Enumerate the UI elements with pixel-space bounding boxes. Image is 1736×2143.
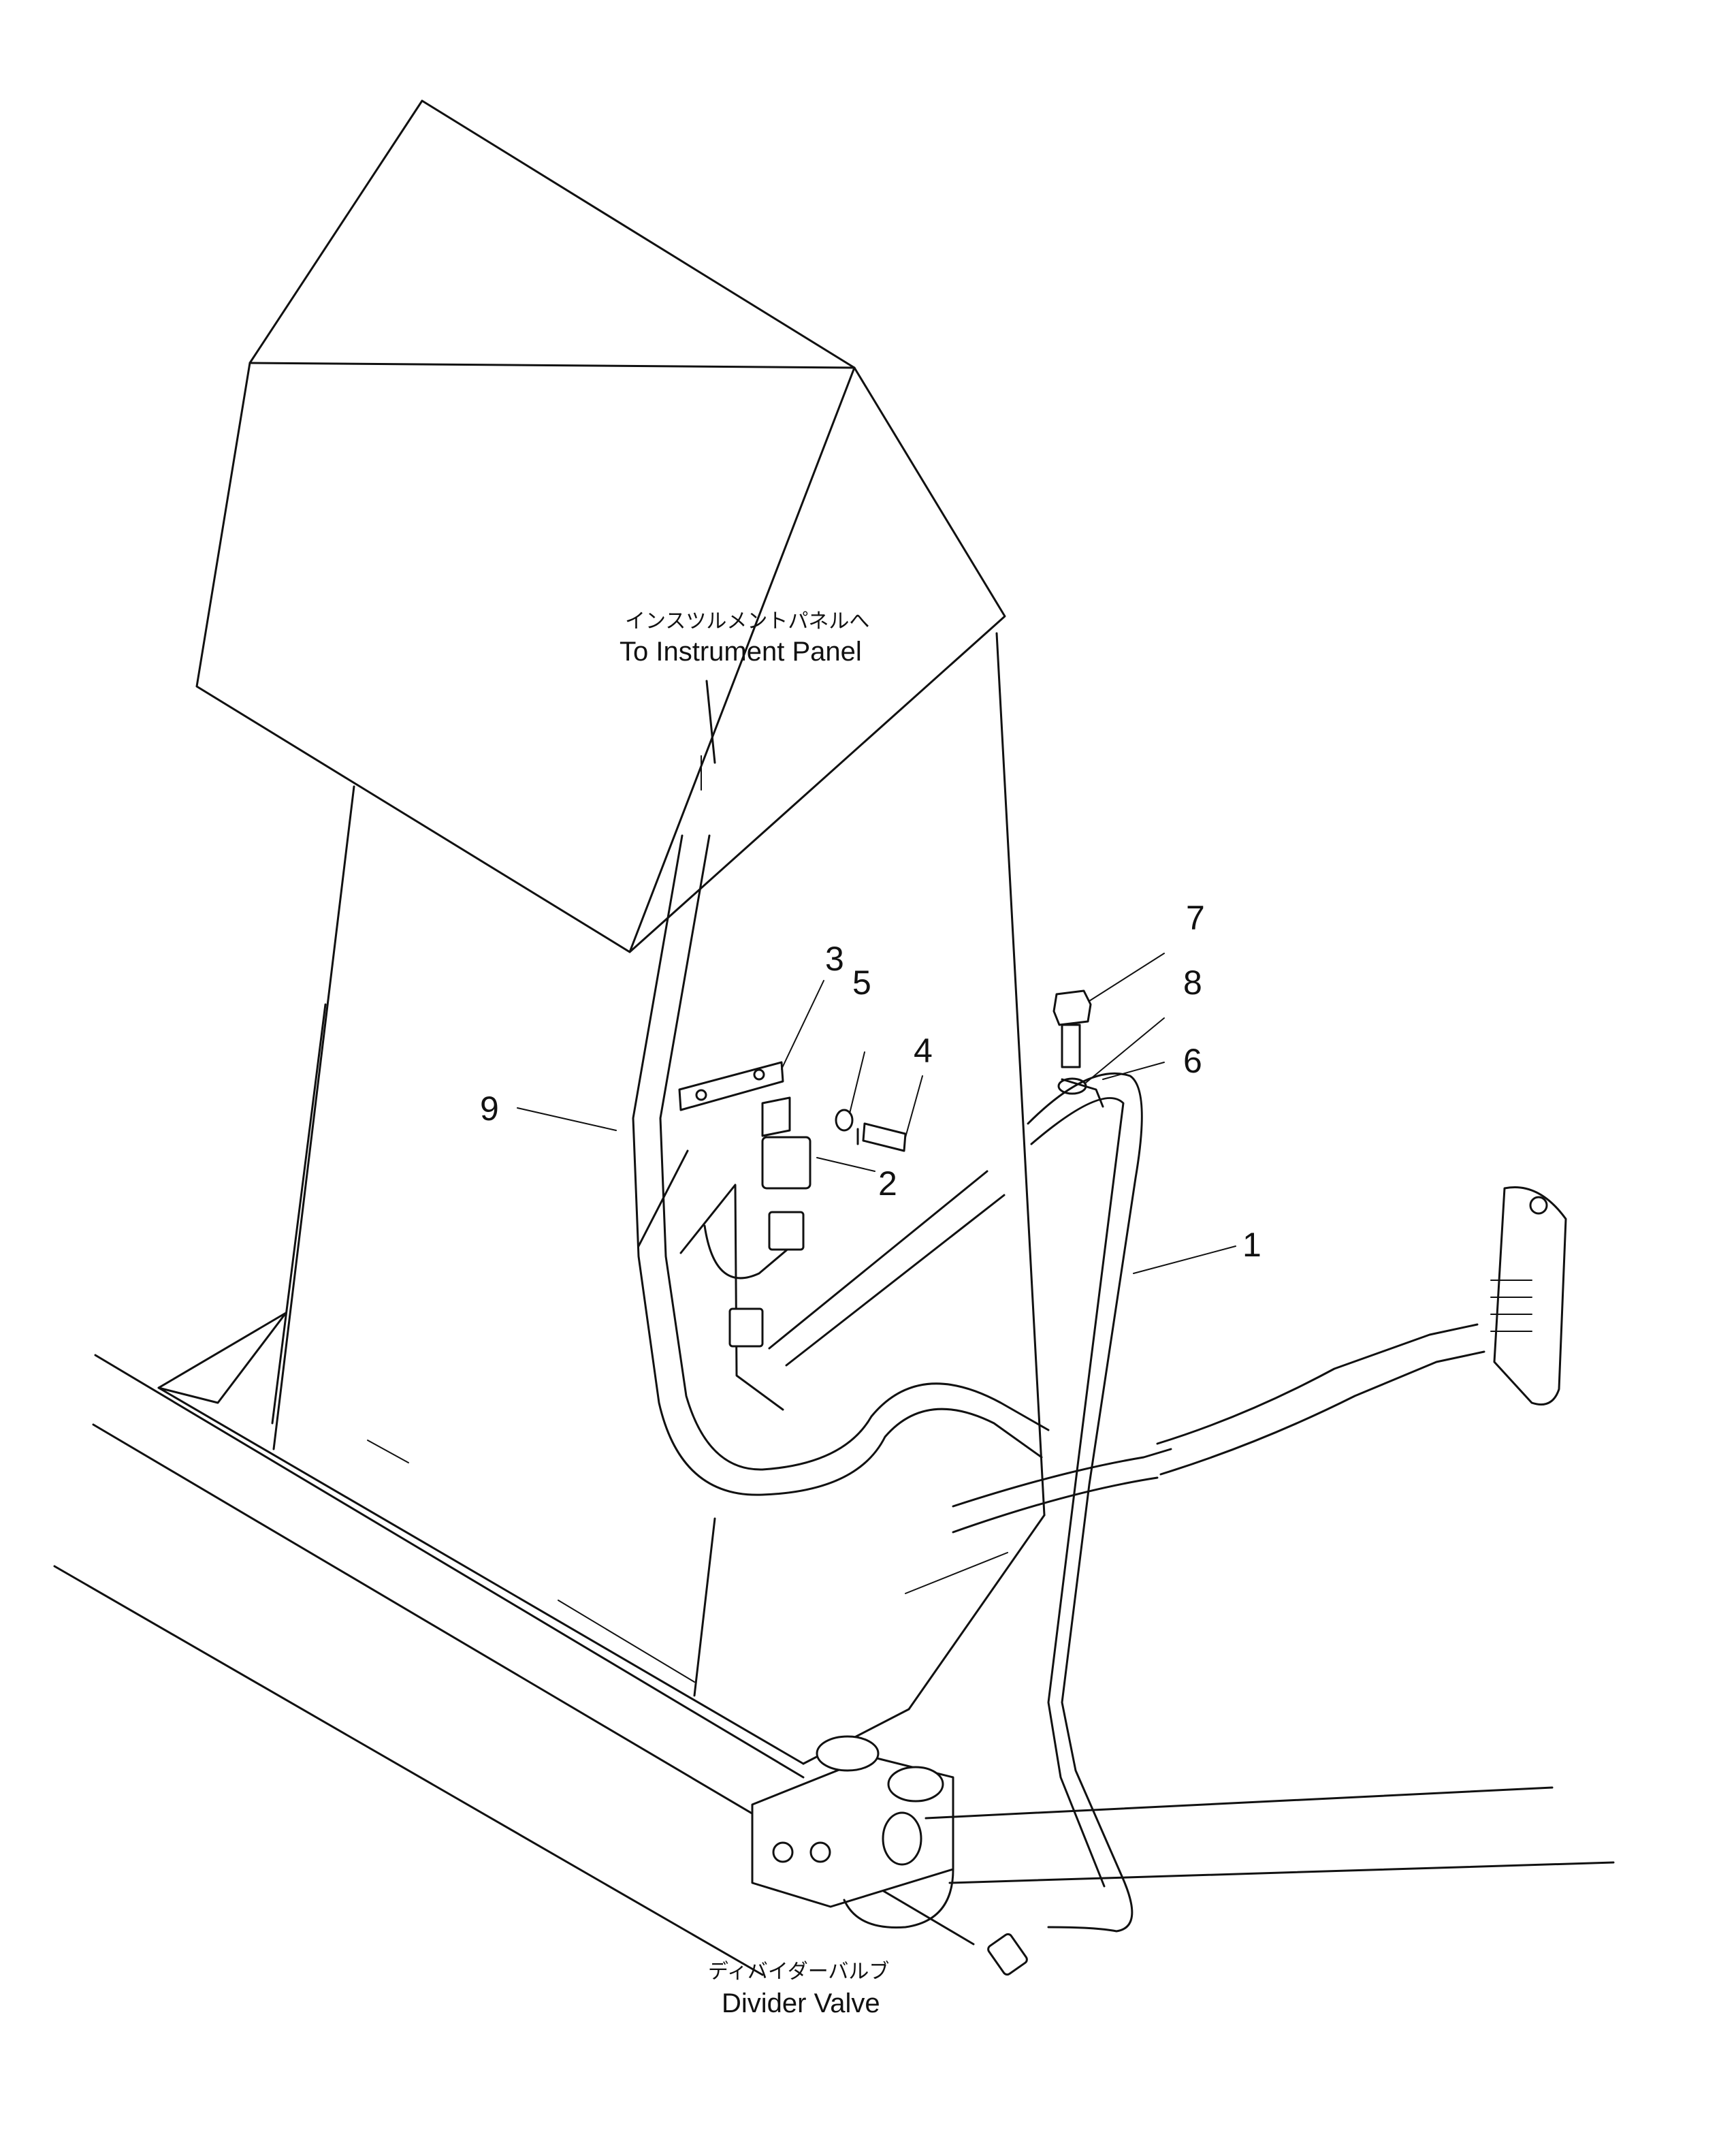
clamp-6 — [1061, 1078, 1104, 1108]
callout-2: 2 — [878, 1164, 897, 1203]
bolt-4 — [856, 1122, 907, 1152]
instrument-panel-label-en: To Instrument Panel — [620, 637, 862, 667]
callout-3: 3 — [825, 940, 844, 978]
callout-7: 7 — [1186, 899, 1205, 937]
console-body — [53, 99, 1046, 1976]
leader-lines — [517, 755, 1236, 1274]
divider-valve-label: ディバイダーバルブ Divider Valve — [708, 1960, 889, 2018]
callout-5: 5 — [852, 964, 871, 1002]
rear-connector — [1490, 1186, 1567, 1406]
divider-valve — [751, 1735, 1615, 1976]
callout-6: 6 — [1183, 1042, 1202, 1080]
harness-1 — [768, 1072, 1485, 1933]
callout-1: 1 — [1242, 1226, 1261, 1264]
instrument-panel-label-jp: インスツルメントパネルへ — [625, 609, 869, 633]
callout-9: 9 — [480, 1090, 499, 1128]
relay-2 — [728, 1136, 811, 1348]
bracket-3 — [678, 1061, 791, 1137]
instrument-panel-label: インスツルメントパネルへ To Instrument Panel — [620, 609, 869, 667]
divider-valve-label-en: Divider Valve — [722, 1988, 880, 2018]
washer-5 — [835, 1109, 854, 1132]
part-callouts: 1 2 3 4 5 6 7 8 9 — [480, 899, 1261, 1264]
callout-8: 8 — [1183, 964, 1202, 1002]
callout-4: 4 — [914, 1032, 933, 1070]
divider-valve-label-jp: ディバイダーバルブ — [708, 1960, 889, 1984]
bolt-7 — [1052, 989, 1092, 1068]
harness-9 — [632, 680, 1050, 1496]
